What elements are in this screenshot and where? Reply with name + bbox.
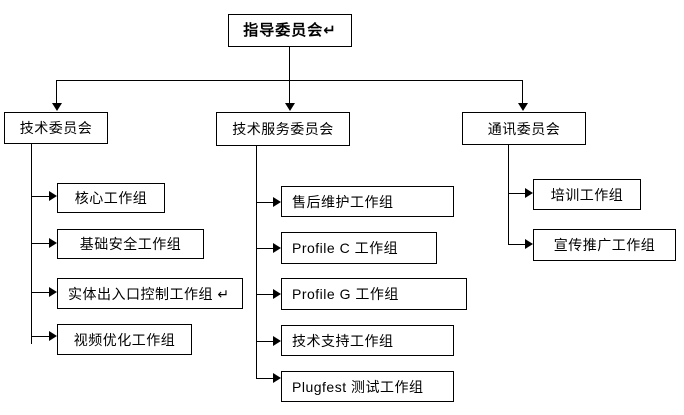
connector-branch-service-1	[256, 248, 275, 249]
node-profile-g-working-group[interactable]: Profile G 工作组	[281, 278, 467, 310]
connector-stem-communications	[508, 145, 509, 245]
node-label: 宣传推广工作组	[553, 237, 656, 253]
node-communications-committee[interactable]: 通讯委员会	[462, 112, 586, 145]
node-label: Profile C 工作组	[292, 240, 399, 256]
connector-branch-communications-1	[508, 244, 527, 245]
node-after-sales-maintenance-working-group[interactable]: 售后维护工作组	[281, 186, 454, 217]
node-label: 通讯委员会	[487, 120, 561, 137]
node-steering-committee[interactable]: 指导委员会↵	[228, 14, 352, 47]
arrow-right-service-0-icon	[273, 197, 281, 207]
connector-branch-technical-1	[31, 243, 51, 244]
connector-drop-communications	[522, 80, 523, 105]
arrow-right-service-2-icon	[273, 289, 281, 299]
node-core-working-group[interactable]: 核心工作组	[57, 183, 165, 213]
node-label: 视频优化工作组	[73, 331, 176, 348]
node-technical-committee[interactable]: 技术委员会	[4, 112, 108, 144]
arrow-down-communications-icon	[518, 103, 528, 111]
connector-branch-technical-3	[31, 336, 51, 337]
connector-branch-service-3	[256, 341, 275, 342]
arrow-right-technical-3-icon	[49, 331, 57, 341]
arrow-right-technical-2-icon	[49, 287, 57, 297]
connector-branch-communications-0	[508, 193, 527, 194]
node-label: 实体出入口控制工作组 ↵	[68, 285, 230, 302]
node-label: 技术委员会	[19, 120, 93, 136]
node-label: 核心工作组	[74, 190, 148, 206]
connector-stem-technical	[31, 144, 32, 344]
connector-branch-technical-0	[31, 196, 51, 197]
node-physical-access-control-working-group[interactable]: 实体出入口控制工作组 ↵	[57, 278, 243, 309]
node-technical-support-working-group[interactable]: 技术支持工作组	[281, 325, 454, 356]
arrow-right-service-3-icon	[273, 336, 281, 346]
arrow-right-communications-1-icon	[525, 239, 533, 249]
arrow-right-service-4-icon	[273, 373, 281, 383]
node-label: Plugfest 测试工作组	[292, 378, 424, 395]
connector-branch-service-2	[256, 294, 275, 295]
node-label: 售后维护工作组	[292, 193, 394, 210]
node-label: 指导委员会↵	[243, 22, 337, 39]
arrow-down-technical-icon	[52, 103, 62, 111]
node-training-working-group[interactable]: 培训工作组	[533, 179, 641, 210]
node-promotion-working-group[interactable]: 宣传推广工作组	[533, 229, 676, 261]
node-basic-security-working-group[interactable]: 基础安全工作组	[57, 229, 204, 259]
arrow-right-service-1-icon	[273, 243, 281, 253]
node-label: 培训工作组	[550, 186, 624, 203]
connector-stem-technical-service	[256, 146, 257, 378]
connector-drop-technical	[56, 80, 57, 105]
connector-branch-service-4	[256, 378, 275, 379]
node-video-optimization-working-group[interactable]: 视频优化工作组	[57, 324, 192, 355]
node-label: 技术支持工作组	[292, 332, 394, 349]
node-plugfest-testing-working-group[interactable]: Plugfest 测试工作组	[281, 371, 454, 402]
connector-branch-technical-2	[31, 292, 51, 293]
arrow-right-communications-0-icon	[525, 188, 533, 198]
arrow-right-technical-0-icon	[49, 191, 57, 201]
connector-drop-technical-service	[289, 80, 290, 105]
connector-root-trunk	[289, 47, 290, 80]
node-label: 基础安全工作组	[79, 236, 182, 252]
connector-branch-service-0	[256, 202, 275, 203]
node-profile-c-working-group[interactable]: Profile C 工作组	[281, 232, 437, 264]
arrow-right-technical-1-icon	[49, 238, 57, 248]
arrow-down-technical-service-icon	[285, 103, 295, 111]
node-label: Profile G 工作组	[292, 286, 399, 302]
node-label: 技术服务委员会	[232, 121, 334, 137]
node-technical-service-committee[interactable]: 技术服务委员会	[216, 112, 350, 146]
